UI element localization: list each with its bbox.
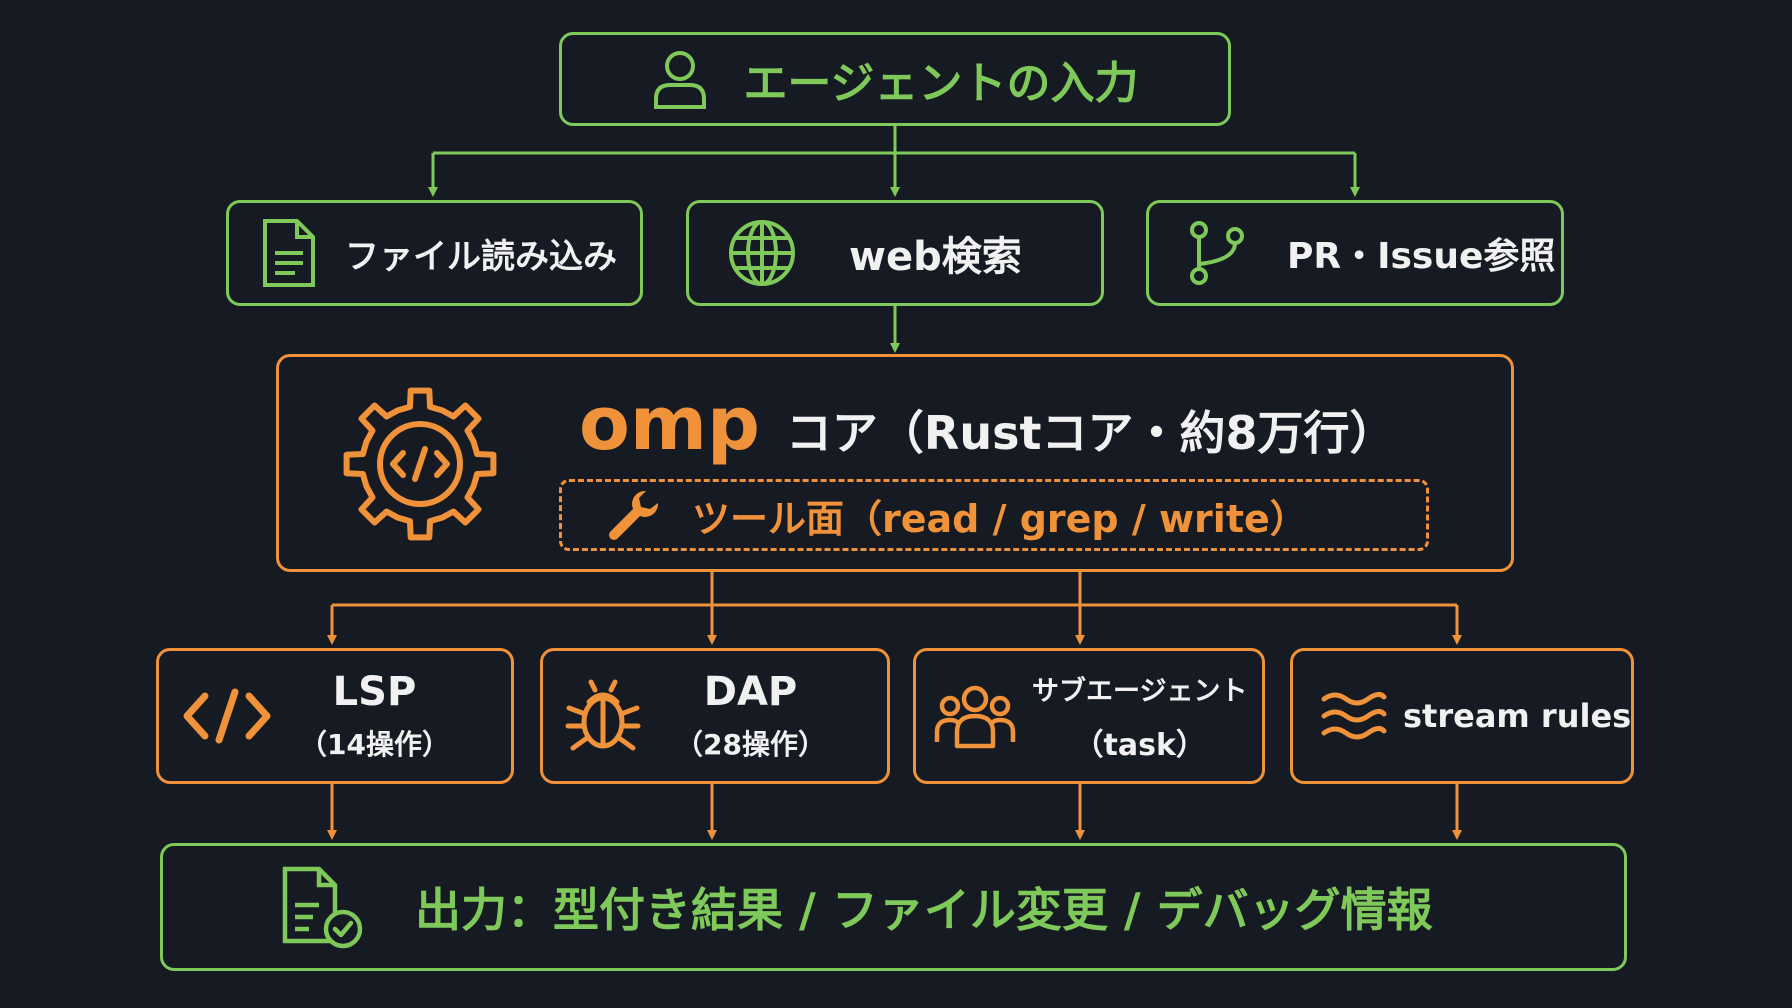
- document-check-icon: [279, 865, 365, 949]
- module-lsp: LSP （14操作）: [156, 648, 514, 784]
- module-text: LSP （14操作）: [299, 669, 450, 763]
- module-text: サブエージェント （task）: [1032, 669, 1247, 764]
- module-title: stream rules: [1403, 697, 1632, 735]
- source-label: PR・Issue参照: [1287, 236, 1556, 277]
- core-name: omp: [579, 381, 760, 467]
- input-node: エージェントの入力: [559, 32, 1231, 126]
- module-subtitle: （14操作）: [299, 728, 450, 761]
- source-web-search: web検索: [686, 200, 1104, 306]
- input-label: エージェントの入力: [743, 58, 1139, 109]
- tool-surface: ツール面（read / grep / write）: [559, 479, 1429, 551]
- document-icon: [259, 217, 319, 289]
- globe-icon: [727, 218, 797, 288]
- output-node: 出力：型付き結果 / ファイル変更 / デバッグ情報: [160, 843, 1627, 971]
- module-title: サブエージェント: [1032, 675, 1248, 707]
- user-icon: [651, 47, 709, 111]
- core-title: コア（Rustコア・約8万行）: [785, 406, 1396, 460]
- core-node: omp コア（Rustコア・約8万行） ツール面（read / grep / w…: [276, 354, 1514, 572]
- users-icon: [934, 682, 1016, 750]
- source-pr-issue: PR・Issue参照: [1146, 200, 1564, 306]
- source-label: ファイル読み込み: [345, 236, 617, 277]
- gear-code-icon: [341, 385, 499, 543]
- source-label: web検索: [849, 234, 1022, 280]
- output-label: 出力：型付き結果 / ファイル変更 / デバッグ情報: [415, 883, 1433, 937]
- module-subagent: サブエージェント （task）: [913, 648, 1265, 784]
- tool-surface-label: ツール面（read / grep / write）: [692, 496, 1308, 541]
- module-subtitle: （28操作）: [675, 728, 826, 761]
- waves-icon: [1321, 691, 1387, 741]
- bug-icon: [565, 678, 641, 754]
- module-title: DAP: [703, 669, 798, 715]
- code-icon: [181, 686, 273, 746]
- module-text: DAP （28操作）: [675, 669, 826, 763]
- source-file-read: ファイル読み込み: [226, 200, 643, 306]
- wrench-icon: [606, 487, 662, 543]
- module-stream-rules: stream rules: [1290, 648, 1634, 784]
- module-dap: DAP （28操作）: [540, 648, 890, 784]
- git-branch-icon: [1187, 220, 1247, 286]
- module-subtitle: （task）: [1073, 727, 1206, 763]
- core-heading: omp コア（Rustコア・約8万行）: [579, 381, 1395, 467]
- module-title: LSP: [332, 669, 417, 715]
